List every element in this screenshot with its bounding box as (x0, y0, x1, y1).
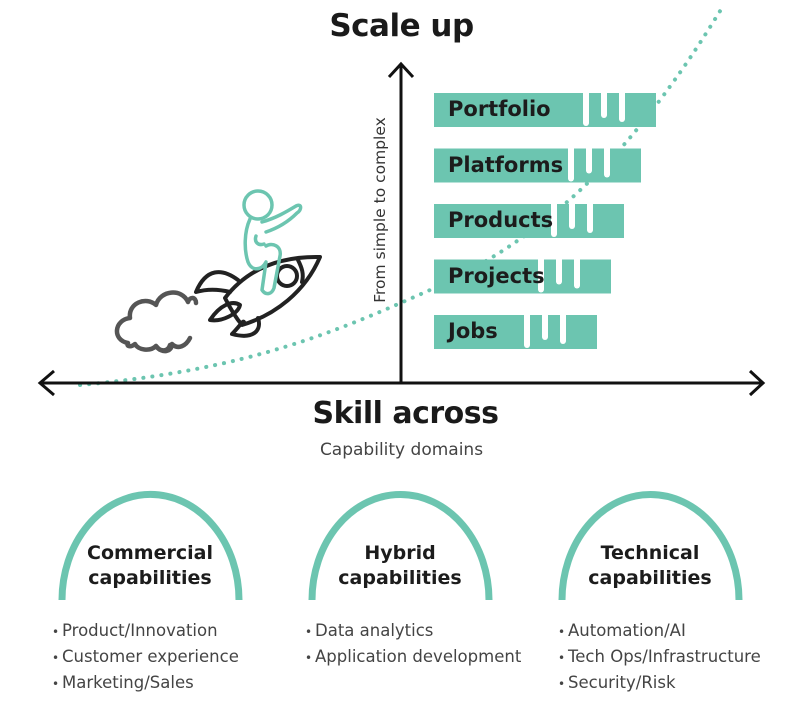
list-item-text: Automation/AI (568, 621, 686, 640)
domain-title-line1: Hybrid (364, 542, 436, 564)
domain-title-line1: Commercial (87, 542, 213, 564)
bullet: • (52, 677, 60, 691)
domain-title-technical: Technical capabilities (550, 541, 750, 591)
list-item-text: Tech Ops/Infrastructure (568, 647, 761, 666)
level-label-products: Products (448, 208, 554, 232)
list-item-text: Marketing/Sales (62, 673, 194, 692)
domain-list-commercial: •Product/Innovation •Customer experience… (52, 618, 239, 696)
level-bar-projects (434, 259, 611, 294)
list-item: •Application development (305, 644, 521, 670)
level-label-jobs: Jobs (448, 319, 498, 343)
level-label-platforms: Platforms (448, 153, 564, 177)
bullet: • (52, 651, 60, 665)
domain-title-commercial: Commercial capabilities (50, 541, 250, 591)
list-item: •Security/Risk (558, 670, 761, 696)
bullet: • (558, 651, 566, 665)
level-label-portfolio: Portfolio (448, 97, 551, 121)
domain-list-hybrid: •Data analytics •Application development (305, 618, 521, 670)
list-item: •Tech Ops/Infrastructure (558, 644, 761, 670)
scale-up-title: Scale up (329, 8, 474, 44)
list-item: •Automation/AI (558, 618, 761, 644)
level-bar-jobs (434, 315, 597, 349)
technical-arc (558, 490, 743, 601)
hybrid-arc (308, 490, 493, 601)
bullet: • (558, 677, 566, 691)
list-item-text: Security/Risk (568, 673, 676, 692)
domain-title-line2: capabilities (588, 567, 712, 589)
capability-domains-subtitle: Capability domains (319, 440, 484, 460)
domain-list-technical: •Automation/AI •Tech Ops/Infrastructure … (558, 618, 761, 696)
skill-across-title: Skill across (312, 396, 500, 431)
domain-title-line1: Technical (600, 542, 700, 564)
list-item: •Marketing/Sales (52, 670, 239, 696)
domain-title-line2: capabilities (338, 567, 462, 589)
growth-curve (78, 6, 724, 387)
domain-title-hybrid: Hybrid capabilities (300, 541, 500, 591)
list-item-text: Application development (315, 647, 522, 666)
left-arrow-icon (37, 369, 55, 397)
list-item: •Product/Innovation (52, 618, 239, 644)
level-label-projects: Projects (448, 264, 545, 288)
astronaut-icon (242, 189, 303, 296)
levels-bars (434, 88, 656, 349)
bullet: • (558, 625, 566, 639)
list-item-text: Data analytics (315, 621, 434, 640)
vertical-axis (387, 61, 415, 384)
domain-title-line2: capabilities (88, 567, 212, 589)
list-item: •Data analytics (305, 618, 521, 644)
list-item: •Customer experience (52, 644, 239, 670)
list-item-text: Product/Innovation (62, 621, 218, 640)
bullet: • (305, 625, 313, 639)
cloud-tail (153, 335, 193, 354)
bullet: • (305, 651, 313, 665)
commercial-arc (58, 490, 243, 601)
list-item-text: Customer experience (62, 647, 239, 666)
right-arrow-icon (748, 369, 766, 397)
up-arrow-icon (387, 61, 415, 79)
bullet: • (52, 625, 60, 639)
